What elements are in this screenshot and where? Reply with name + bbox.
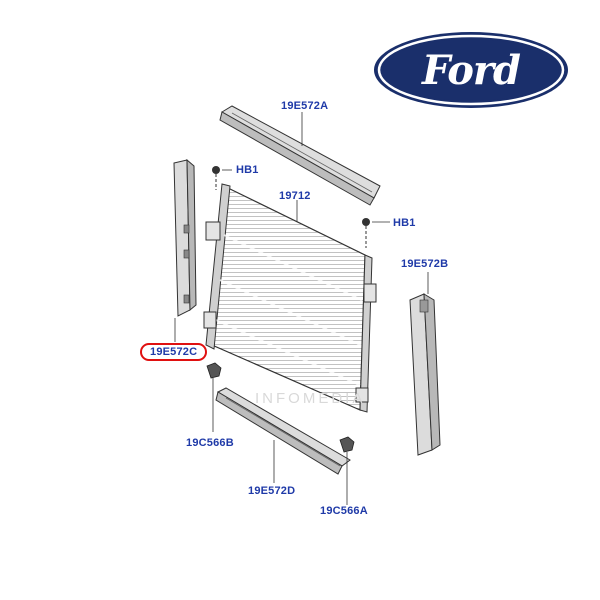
callout-19e572a[interactable]: 19E572A: [281, 100, 329, 112]
ford-logo-wordmark: Ford: [422, 46, 521, 94]
left-seal: [173, 158, 197, 317]
ford-logo: [374, 32, 568, 108]
right-seal: [409, 293, 441, 456]
callout-19c566a[interactable]: 19C566A: [320, 505, 368, 517]
bracket-19c566b-icon: [206, 362, 222, 379]
callout-19e572b[interactable]: 19E572B: [401, 258, 449, 270]
callout-hb1-right[interactable]: HB1: [393, 217, 416, 229]
callout-19712[interactable]: 19712: [279, 190, 311, 202]
callout-hb1-left[interactable]: HB1: [236, 164, 259, 176]
callout-19e572d[interactable]: 19E572D: [248, 485, 296, 497]
condenser-core: [203, 183, 377, 413]
watermark: INFOMEDIA: [255, 390, 366, 407]
callout-19c566b[interactable]: 19C566B: [186, 437, 234, 449]
leader-lines: [174, 112, 429, 505]
bracket-19c566a-icon: [339, 436, 355, 453]
callout-19e572c[interactable]: 19E572C: [140, 343, 208, 361]
top-seal-rail: [219, 105, 381, 206]
bolt-hb1-left-icon: [212, 166, 220, 190]
bolt-hb1-right-icon: [362, 218, 370, 248]
bottom-seal-rail: [215, 387, 351, 475]
